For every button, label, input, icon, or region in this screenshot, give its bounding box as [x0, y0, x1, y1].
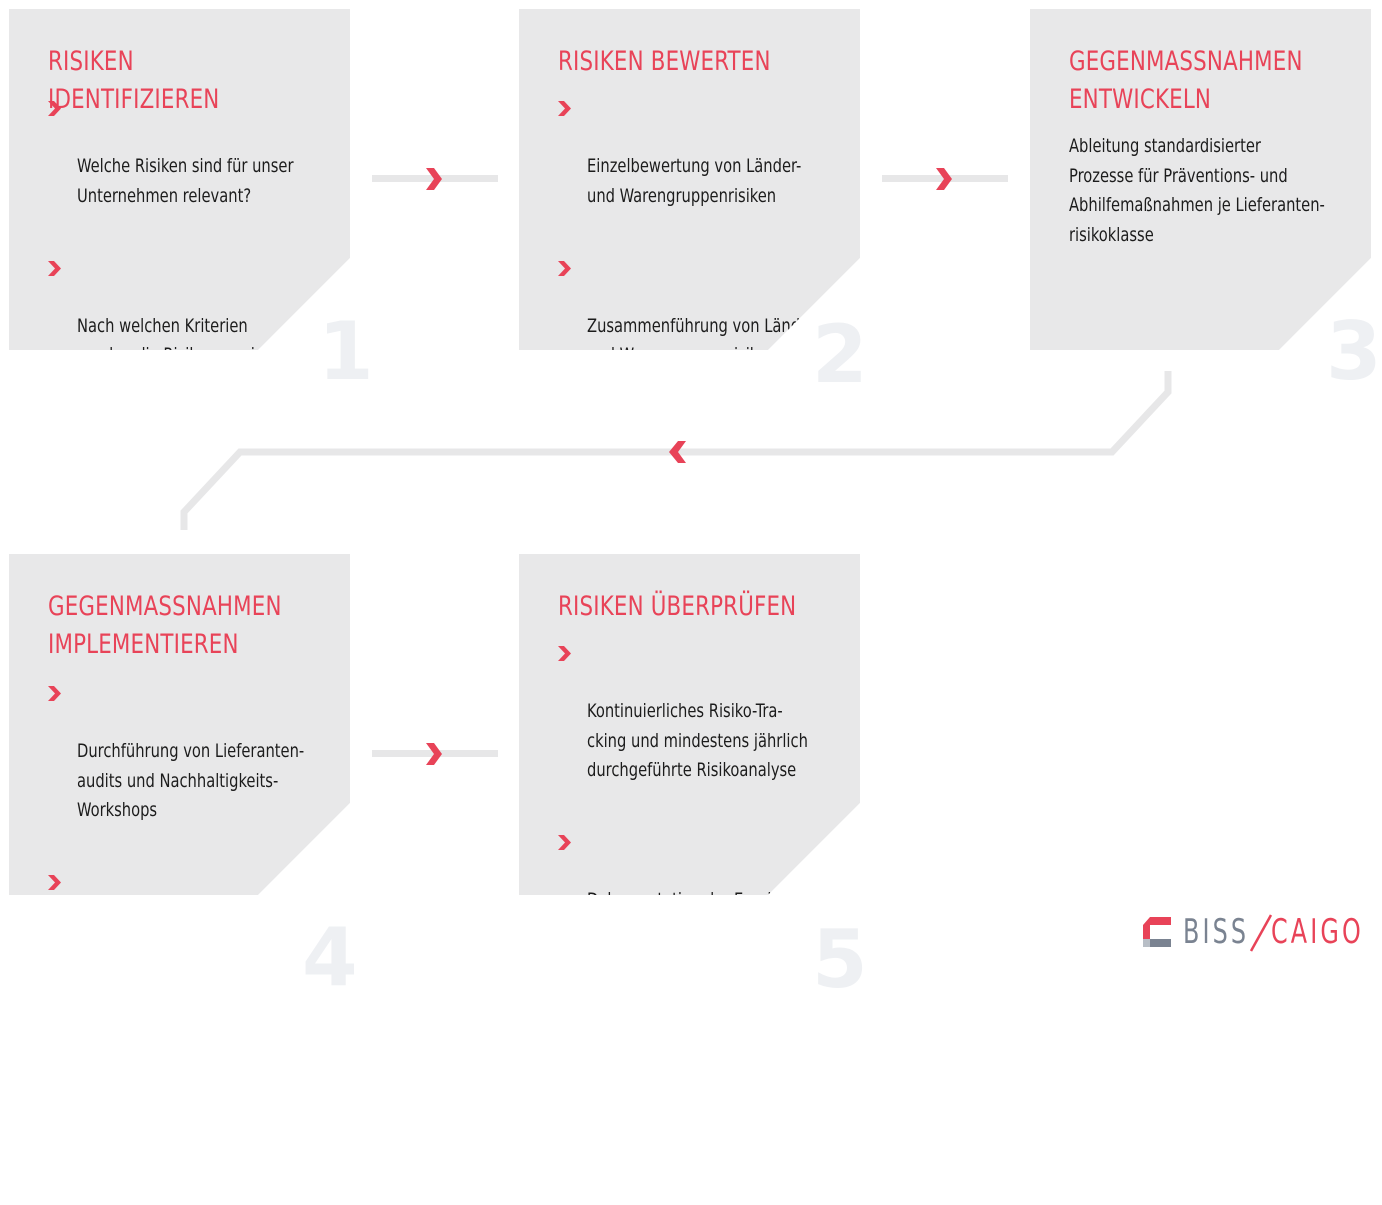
chevron-right-icon	[426, 743, 442, 765]
list-item: Abfrage von Risikostrategien und Managem…	[48, 867, 348, 895]
list-item-text: Kontinuierliches Risiko-Tra- cking und m…	[587, 700, 808, 781]
list-item-text: Durchführung von Lieferanten- audits und…	[77, 740, 305, 821]
step-title: RISIKEN BEWERTEN	[558, 46, 771, 77]
step-list: Welche Risiken sind für unser Unternehme…	[48, 93, 348, 350]
logo-slash-icon	[1249, 914, 1273, 952]
step-list: Durchführung von Lieferanten- audits und…	[48, 678, 348, 895]
chevron-right-icon	[426, 168, 442, 190]
list-item: Durchführung von Lieferanten- audits und…	[48, 678, 348, 855]
company-logo: BISS CAIGO	[1143, 913, 1375, 953]
step-card-1: RISIKEN IDENTIFIZIEREN Welche Risiken si…	[9, 9, 350, 350]
list-item-text: Sofern erforderlich: Anpassung von Proze…	[587, 1078, 758, 1159]
step-number: 2	[812, 308, 868, 401]
connector-3-4	[180, 371, 1172, 530]
chevron-right-icon	[558, 260, 571, 276]
step-card-5: RISIKEN ÜBERPRÜFEN Kontinuierliches Risi…	[519, 554, 860, 895]
logo-text-biss: BISS	[1183, 912, 1250, 952]
step-list: Kontinuierliches Risiko-Tra- cking und m…	[558, 638, 858, 1193]
connector-2-3	[882, 168, 1008, 190]
step-card-4: GEGENMASSNAHMEN IMPLEMENTIEREN Durchführ…	[9, 554, 350, 895]
list-item-text: Welche Risiken sind für unser Unternehme…	[77, 155, 294, 207]
chevron-right-icon	[558, 101, 571, 116]
step-number: 1	[318, 305, 374, 398]
step-list: Einzelbewertung von Länder- und Warengru…	[558, 93, 858, 350]
list-item: Kontinuierliches Risiko-Tra- cking und m…	[558, 638, 858, 815]
step-card-3: GEGENMASSNAHMEN ENTWICKELN Ableitung sta…	[1030, 9, 1371, 350]
chevron-right-icon	[48, 875, 61, 890]
list-item: Zusammenführung von Länder- und Warengru…	[558, 253, 858, 350]
chevron-left-icon	[669, 441, 686, 463]
step-card-2: RISIKEN BEWERTEN Einzelbewertung von Län…	[519, 9, 860, 350]
step-title: GEGENMASSNAHMEN IMPLEMENTIEREN	[48, 591, 282, 660]
chevron-right-icon	[558, 1024, 571, 1039]
chevron-right-icon	[558, 835, 571, 850]
list-item: Welche Risiken sind für unser Unternehme…	[48, 93, 348, 241]
chevron-right-icon	[558, 646, 571, 661]
step-title: GEGENMASSNAHMEN ENTWICKELN	[1069, 46, 1303, 115]
connector-1-2	[372, 168, 498, 190]
logo-text-caigo: CAIGO	[1271, 912, 1364, 952]
list-item-text: Einzelbewertung von Länder- und Warengru…	[587, 155, 802, 207]
list-item: Einzelbewertung von Länder- und Warengru…	[558, 93, 858, 241]
step-number: 4	[302, 911, 358, 1004]
step-title: RISIKEN ÜBERPRÜFEN	[558, 591, 797, 622]
chevron-right-icon	[48, 686, 61, 701]
list-item-text: Zusammenführung von Länder- und Warengru…	[587, 314, 820, 396]
step-title: RISIKEN IDENTIFIZIEREN	[48, 46, 220, 115]
step-number: 3	[1326, 305, 1382, 398]
step-text: Ableitung standardisierter Prozesse für …	[1069, 135, 1325, 246]
chevron-right-icon	[48, 101, 61, 116]
connector-4-5	[372, 743, 498, 765]
list-item: Nach welchen Kriterien werden die Risike…	[48, 253, 348, 350]
chevron-right-icon	[48, 260, 61, 276]
chevron-right-icon	[936, 168, 952, 190]
step-number: 5	[812, 913, 868, 1006]
list-item-text: Nach welchen Kriterien werden die Risike…	[77, 314, 301, 366]
list-item: Sofern erforderlich: Anpassung von Proze…	[558, 1016, 858, 1193]
logo-mark-icon	[1143, 917, 1171, 947]
